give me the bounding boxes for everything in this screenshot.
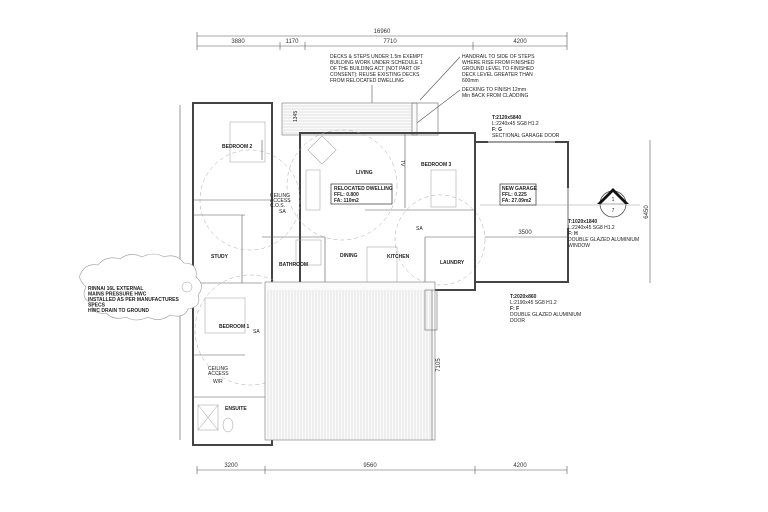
- handrail-note: HANDRAIL TO SIDE OF STEPS WHERE RISE FRO…: [419, 54, 535, 101]
- svg-text:L:2190x45 SG8 H1.2: L:2190x45 SG8 H1.2: [510, 300, 557, 306]
- svg-text:FFL: 0.225: FFL: 0.225: [502, 192, 527, 198]
- svg-text:ACCESS: ACCESS: [208, 371, 229, 377]
- dim-top-2: 1170: [286, 39, 300, 45]
- room-labels: BEDROOM 2 BEDROOM 3 LIVING DINING KITCHE…: [208, 144, 465, 412]
- dim-top-3: 7710: [383, 39, 397, 45]
- new-garage-label: NEW GARAGE FFL: 0.225 FA: 27.09m2: [499, 183, 538, 206]
- dim-overall: 16960: [374, 29, 391, 35]
- dim-garage-width: 3500: [518, 230, 532, 236]
- right-dimension: 6450: [644, 140, 651, 283]
- section-marker: 1 7: [597, 188, 629, 218]
- svg-text:SPECS: SPECS: [88, 303, 106, 309]
- dim-deck: 7105: [436, 358, 442, 372]
- svg-text:CEILING: CEILING: [270, 193, 290, 199]
- hwc-note-cloud: RINNAI 16L EXTERNAL MAINS PRESSURE HWC I…: [79, 253, 202, 321]
- svg-text:HANDRAIL TO SIDE OF STEPS: HANDRAIL TO SIDE OF STEPS: [462, 54, 535, 60]
- svg-text:7: 7: [612, 208, 615, 214]
- svg-text:FFL: 0.800: FFL: 0.800: [334, 192, 359, 198]
- svg-text:Min BACK FROM CLADDING: Min BACK FROM CLADDING: [462, 93, 529, 99]
- room-dining: DINING: [340, 253, 358, 259]
- room-laundry: LAUNDRY: [440, 260, 465, 266]
- svg-text:ACCESS: ACCESS: [270, 198, 291, 204]
- svg-text:FA: 110m2: FA: 110m2: [334, 198, 359, 204]
- left-wing: [192, 102, 273, 446]
- svg-text:C.O.S.: C.O.S.: [270, 203, 285, 209]
- svg-text:SA: SA: [416, 226, 423, 232]
- svg-text:DECKING TO FINISH 12mm: DECKING TO FINISH 12mm: [462, 87, 526, 93]
- svg-text:L:2240x45 SG8 H1.2: L:2240x45 SG8 H1.2: [568, 225, 615, 231]
- svg-text:T:1020x1840: T:1020x1840: [568, 219, 597, 225]
- svg-text:DECK LEVEL GREATER THAN: DECK LEVEL GREATER THAN: [462, 72, 533, 78]
- svg-text:6450: 6450: [644, 205, 650, 219]
- svg-text:INSTALLED AS PER MANUFACTURES: INSTALLED AS PER MANUFACTURES: [88, 297, 180, 303]
- room-bedroom-2: BEDROOM 2: [222, 144, 253, 150]
- svg-text:600mm: 600mm: [462, 78, 479, 84]
- room-bedroom-3: BEDROOM 3: [421, 162, 452, 168]
- svg-text:F: F: F: F: [510, 306, 519, 312]
- svg-text:RINNAI 16L EXTERNAL: RINNAI 16L EXTERNAL: [88, 286, 143, 292]
- svg-text:RELOCATED DWELLING: RELOCATED DWELLING: [334, 186, 393, 192]
- svg-text:F: H: F: H: [568, 231, 578, 237]
- svg-text:T:2020x860: T:2020x860: [510, 294, 537, 300]
- room-wir: W/R: [213, 379, 223, 385]
- room-bedroom-1: BEDROOM 1: [219, 324, 250, 330]
- room-kitchen: KITCHEN: [387, 254, 410, 260]
- svg-text:FROM RELOCATED DWELLING: FROM RELOCATED DWELLING: [330, 78, 404, 84]
- svg-text:DOUBLE GLAZED ALUMINIUM: DOUBLE GLAZED ALUMINIUM: [568, 237, 639, 243]
- svg-text:4200: 4200: [513, 463, 527, 469]
- svg-text:FA: 27.09m2: FA: 27.09m2: [502, 198, 531, 204]
- bottom-dimensions: 3200 9560 4200: [196, 463, 568, 474]
- svg-text:CONSENT): REUSE EXISTING DECKS: CONSENT): REUSE EXISTING DECKS: [330, 72, 420, 78]
- svg-text:F: G: F: G: [492, 127, 502, 133]
- window-note: T:1020x1840 L:2240x45 SG8 H1.2 F: H DOUB…: [568, 219, 639, 249]
- room-living: LIVING: [356, 170, 373, 176]
- room-study: STUDY: [211, 254, 229, 260]
- bottom-deck: 7105: [264, 281, 442, 441]
- svg-text:DECKS & STEPS UNDER 1.5m EXEMP: DECKS & STEPS UNDER 1.5m EXEMPT: [330, 54, 423, 60]
- svg-text:BUILDING WORK UNDER SCHEDULE 1: BUILDING WORK UNDER SCHEDULE 1: [330, 60, 423, 66]
- svg-text:WINDOW: WINDOW: [568, 243, 590, 249]
- svg-text:HWC DRAIN TO GROUND: HWC DRAIN TO GROUND: [88, 308, 149, 314]
- svg-text:DOOR: DOOR: [510, 318, 525, 324]
- top-deck: 1345: [281, 102, 439, 136]
- room-ensuite: ENSUITE: [225, 406, 247, 412]
- svg-text:DOUBLE GLAZED ALUMINIUM: DOUBLE GLAZED ALUMINIUM: [510, 312, 581, 318]
- deck-exempt-note: DECKS & STEPS UNDER 1.5m EXEMPT BUILDING…: [330, 54, 423, 108]
- dim-deck-top: 1345: [293, 111, 299, 122]
- garage-door-note: T:2120x5840 L:2240x45 SG8 H1.2 F: G SECT…: [492, 115, 560, 139]
- svg-text:MAINS PRESSURE HWC: MAINS PRESSURE HWC: [88, 292, 147, 298]
- svg-text:OF THE BUILDING ACT (NOT PART: OF THE BUILDING ACT (NOT PART OF: [330, 66, 420, 72]
- dim-top-1: 3880: [231, 39, 245, 45]
- dim-top-4: 4200: [513, 39, 527, 45]
- relocated-dwelling-label: RELOCATED DWELLING FFL: 0.800 FA: 110m2: [330, 183, 393, 205]
- svg-text:L:2240x45 SG8 H1.2: L:2240x45 SG8 H1.2: [492, 121, 539, 127]
- svg-text:3200: 3200: [224, 463, 238, 469]
- svg-text:9560: 9560: [363, 463, 377, 469]
- svg-text:WHERE RISE FROM FINISHED: WHERE RISE FROM FINISHED: [462, 60, 535, 66]
- svg-text:NEW GARAGE: NEW GARAGE: [502, 186, 538, 192]
- door-note: T:2020x860 L:2190x45 SG8 H1.2 F: F DOUBL…: [510, 294, 581, 324]
- svg-text:GROUND LEVEL TO FINISHED: GROUND LEVEL TO FINISHED: [462, 66, 534, 72]
- svg-text:CEILING: CEILING: [208, 366, 228, 372]
- sa-label: SA: [279, 209, 286, 215]
- svg-text:1: 1: [612, 197, 615, 203]
- garage: 3500: [474, 141, 640, 283]
- svg-text:SA: SA: [253, 329, 260, 335]
- room-bathroom: BATHROOM: [279, 262, 308, 268]
- top-dimensions: 16960 3880 1170 7710 4200: [196, 29, 568, 50]
- svg-text:TV: TV: [399, 160, 405, 167]
- svg-text:T:2120x5840: T:2120x5840: [492, 115, 521, 121]
- svg-text:SECTIONAL GARAGE DOOR: SECTIONAL GARAGE DOOR: [492, 133, 560, 139]
